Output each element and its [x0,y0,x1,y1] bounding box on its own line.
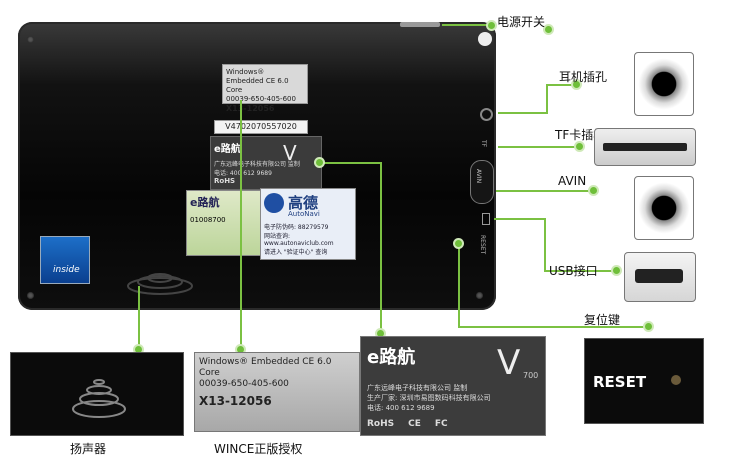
label-tf: TF卡插槽 [555,128,606,142]
ehang-small-sticker: e路航 01008700 [186,190,262,256]
usb-photo [624,252,696,302]
power-button-top[interactable] [400,22,440,27]
label-reset: 复位键 [584,313,621,327]
ehang-small-code: 01008700 [190,216,226,224]
wince-sticker: Windows® Embedded CE 6.0 Core 00039-650-… [222,64,308,113]
gaode-row3: 请进入 "验证中心" 查询 [264,249,328,256]
label-power: 电源开关 [497,15,546,29]
tf-slot [603,143,687,151]
usb-slot [635,269,683,283]
callout-dot [590,187,597,194]
brand-photo-row3: 电话: 400 612 9689 [367,404,435,412]
callout-line [494,218,544,220]
brand-photo-fc: FC [434,419,448,429]
usb-port-icon [482,213,490,225]
callout-line [546,84,576,86]
callout-line [320,162,380,164]
gaode-logo-icon [264,192,284,213]
wince-line1: Windows® Embedded CE 6.0 [226,68,289,85]
callout-dot [455,240,462,247]
brand-photo-ce: CE [408,419,421,429]
label-wince: WINCE正版授权 [214,442,303,456]
speaker-photo [10,352,184,436]
brand-photo-model: V [497,343,521,383]
brand-photo-row2: 生产厂家: 深圳市易图数码科技有限公司 [367,394,491,402]
callout-line [544,218,546,270]
callout-dot [135,346,142,353]
wince-line2: Core [226,86,243,94]
brand-photo-model-num: 700 [523,371,539,380]
callout-line [380,162,382,334]
wince-line4: X13-12056 [226,104,275,113]
callout-line [498,112,548,114]
callout-line [458,326,648,328]
gaode-sticker: 高德 AutoNavi 电子防伪码: 88279579 网站查询: www.au… [260,188,356,260]
screw [476,292,483,299]
brand-row3: 电话: 400 612 9689 [214,170,272,177]
brand-photo-logo: e路航 [367,347,416,368]
rohs-mark: RoHS [214,177,236,185]
inside-logo: inside [40,236,90,284]
label-avin: AVIN [558,174,587,188]
tf-photo [594,128,696,166]
callout-dot [576,143,583,150]
brand-photo-rohs: RoHS [367,419,395,429]
callout-dot [237,346,244,353]
screw [27,36,34,43]
reset-hole [671,375,681,385]
reset-photo-text: RESET [593,373,647,391]
wince-photo-line2: Core [199,368,220,378]
callout-line [442,24,492,26]
wince-line3: 00039-650-405-600 [226,95,296,103]
callout-line [546,84,548,114]
screw [27,292,34,299]
power-switch[interactable] [478,32,492,46]
serial-sticker: V4702070557020 [214,120,308,134]
brand-photo-row1: 广东远峰电子科技有限公司 监制 [367,384,468,392]
wince-photo-line4: X13-12056 [199,394,272,408]
callout-line [544,270,616,272]
ehang-small-logo: e路航 [190,196,220,209]
callout-dot [488,22,495,29]
reset-photo: RESET [584,338,704,424]
label-earphone: 耳机插孔 [559,70,608,84]
avin-photo [634,176,694,240]
callout-dot [613,267,620,274]
speaker-grille-icon [127,273,193,295]
callout-dot [377,330,384,337]
reset-port-label: RESET [479,235,486,255]
wince-photo-line3: 00039-650-405-600 [199,379,289,389]
callout-line [498,146,580,148]
wince-photo: Windows® Embedded CE 6.0 Core 00039-650-… [194,352,360,432]
callout-line [138,286,140,350]
label-speaker: 扬声器 [70,442,107,456]
earphone-jack-icon [480,108,493,121]
avin-port-label: AVIN [475,169,482,184]
label-usb: USB接口 [549,264,598,278]
model-letter: V [283,141,297,165]
callout-dot [316,159,323,166]
wince-photo-line1: Windows® Embedded CE 6.0 [199,357,332,367]
callout-line [240,100,242,350]
brand-sticker: e路航 V 广东远峰电子科技有限公司 监制 电话: 400 612 9689 R… [210,136,322,190]
speaker-photo-icon [72,379,126,418]
callout-line [458,244,460,328]
brand-logo: e路航 [214,144,241,155]
callout-line [496,190,594,192]
brand-row1: 广东远峰电子科技有限公司 监制 [214,161,300,168]
avin-port[interactable]: AVIN [470,160,494,204]
inside-logo-text: inside [53,265,80,275]
gaode-brand: 高德 [288,194,319,212]
callout-dot [545,26,552,33]
earphone-photo [634,52,694,116]
gaode-row1: 电子防伪码: 88279579 [264,224,329,231]
brand-photo: e路航 V 700 广东远峰电子科技有限公司 监制 生产厂家: 深圳市易图数码科… [360,336,546,436]
gaode-row2: 网站查询: www.autonaviclub.com [264,233,334,247]
tf-port-label: TF [480,140,487,148]
callout-dot [573,81,580,88]
gaode-sub: AutoNavi [288,210,320,218]
callout-dot [645,323,652,330]
